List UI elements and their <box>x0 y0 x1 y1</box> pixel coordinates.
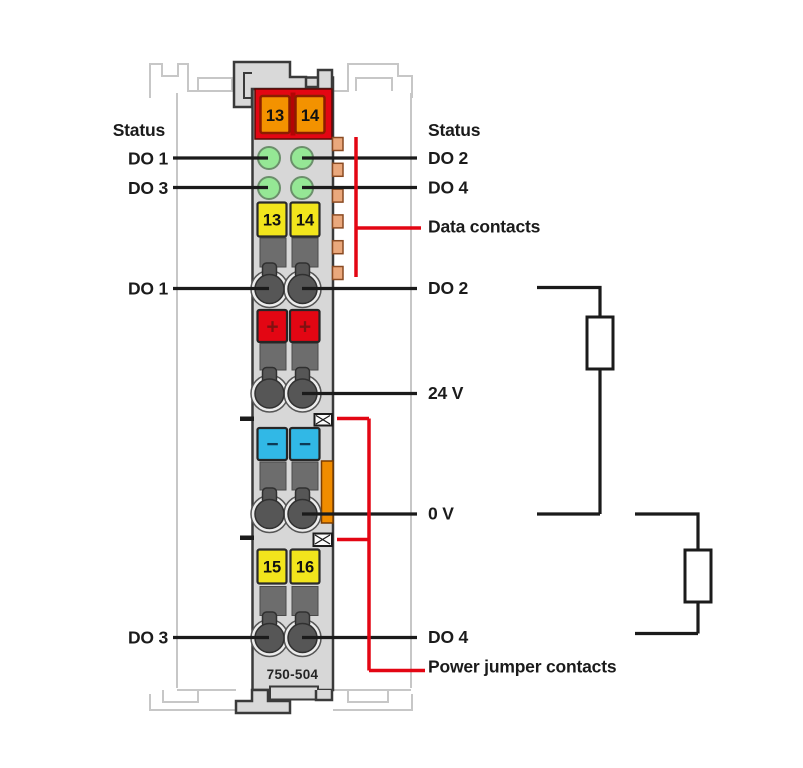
resistor-load-1 <box>585 315 615 371</box>
terminal-15-number: 15 <box>263 559 281 577</box>
plus-terminal-right <box>288 308 321 344</box>
plus-sign: + <box>266 316 278 339</box>
terminal-15 <box>256 548 288 585</box>
module-bottom-step <box>314 690 334 702</box>
callout-data-contacts <box>354 137 421 277</box>
release-latch-orange <box>320 460 334 524</box>
callout-power-jumper-contacts <box>337 416 425 673</box>
module-bottom-clip <box>234 688 292 715</box>
terminal-13 <box>256 201 288 238</box>
jumper-terminal-13 <box>259 94 291 135</box>
jumper-terminal-13-number: 13 <box>266 107 284 125</box>
load-circuit-do2-0v <box>537 285 615 516</box>
plus-terminal-left <box>256 308 289 344</box>
label-status-right: Status <box>428 120 481 140</box>
terminal-14 <box>289 201 321 238</box>
jumper-tick-left-upper <box>240 416 254 421</box>
wire-slot <box>291 237 319 268</box>
terminal-14-number: 14 <box>296 212 315 230</box>
label-do2-terminal: DO 2 <box>428 278 469 298</box>
data-contact-tab <box>331 162 344 178</box>
label-24v: 24 V <box>428 383 464 403</box>
wire-slot <box>291 461 319 491</box>
minus-sign: − <box>266 433 278 456</box>
jumper-terminal-14-number: 14 <box>301 107 320 125</box>
wire-slot <box>259 343 287 371</box>
din-rail-outline-top-left <box>149 63 236 98</box>
din-rail-outline-bottom-right <box>333 689 413 711</box>
terminal-13-number: 13 <box>263 212 281 230</box>
label-data-contacts: Data contacts <box>428 217 541 237</box>
resistor-load-2 <box>683 548 713 604</box>
module-model-label: 750-504 <box>267 667 319 682</box>
power-jumper-latch-upper <box>313 413 333 427</box>
label-do4-led: DO 4 <box>428 178 469 198</box>
label-status-left: Status <box>113 120 166 140</box>
data-contact-tab <box>331 136 344 152</box>
label-do3-terminal: DO 3 <box>128 628 169 648</box>
wire-slot <box>291 343 319 371</box>
cage-clamp-row-do1-do2 <box>250 262 322 309</box>
data-contact-tab <box>331 239 344 255</box>
terminal-16-number: 16 <box>296 559 314 577</box>
data-contact-tab <box>331 214 344 229</box>
wire-slot <box>291 586 319 616</box>
data-contact-tab <box>331 188 344 203</box>
label-do1-led: DO 1 <box>128 149 169 169</box>
minus-terminal-right <box>288 426 321 462</box>
module-bottom-recess <box>269 685 319 701</box>
terminal-16 <box>289 548 321 585</box>
label-do2-led: DO 2 <box>428 148 469 168</box>
wire-slot <box>259 237 287 268</box>
power-jumper-divider <box>290 92 296 136</box>
din-rail-outline-top-right <box>333 63 413 98</box>
minus-terminal-left <box>256 426 289 462</box>
label-do1-terminal: DO 1 <box>128 279 169 299</box>
plus-sign: + <box>299 316 311 339</box>
label-0v: 0 V <box>428 504 454 524</box>
data-contact-tab <box>331 265 344 281</box>
din-rail-outline-bottom-left <box>149 689 236 711</box>
jumper-tick-left-lower <box>240 535 254 540</box>
power-jumper-latch-lower <box>312 532 333 547</box>
label-do4-terminal: DO 4 <box>428 627 469 647</box>
minus-sign: − <box>299 433 311 456</box>
jumper-terminal-14 <box>294 94 326 135</box>
load-circuit-0v-do4 <box>635 512 713 636</box>
wire-slot <box>259 461 287 491</box>
wire-slot <box>259 586 287 616</box>
label-do3-led: DO 3 <box>128 178 169 198</box>
data-contact-tabs <box>331 136 344 281</box>
module-top-clip-notch <box>243 72 252 99</box>
label-power-jumper-contacts: Power jumper contacts <box>428 657 617 677</box>
